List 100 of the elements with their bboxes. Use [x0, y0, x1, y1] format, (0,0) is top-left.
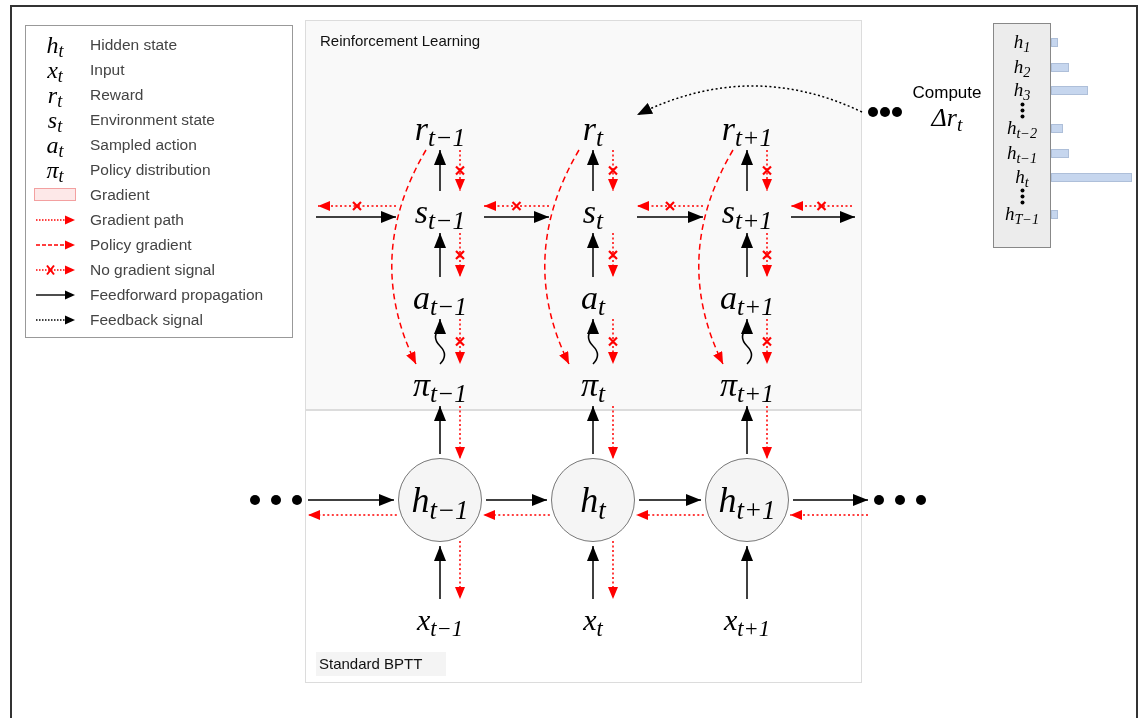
math-symbol: r$_{t+1}$	[721, 112, 773, 146]
arrow	[587, 318, 599, 365]
arrow	[483, 211, 550, 223]
legend-label: Input	[90, 59, 125, 80]
arrow	[762, 318, 772, 365]
math-symbol: π$_{t−1}$	[412, 368, 468, 402]
arrow	[587, 405, 599, 455]
ellipsis-icon	[866, 105, 904, 119]
arrow	[544, 149, 580, 365]
arrow	[455, 540, 465, 600]
arrow	[636, 211, 704, 223]
arrow	[741, 232, 753, 278]
legend-label: Sampled action	[90, 134, 197, 155]
arrow	[482, 510, 551, 520]
legend-label: No gradient signal	[90, 259, 215, 280]
math-symbol: h$_{t−1}$	[411, 482, 469, 518]
ellipsis-icon	[872, 493, 928, 507]
math-symbol: s$_{t}$	[582, 195, 604, 229]
arrow	[741, 149, 753, 192]
compute-label: Compute	[912, 82, 982, 104]
math-symbol: h$_{t}$	[46, 32, 64, 57]
panel-title: Standard BPTT	[316, 651, 447, 676]
math-symbol: h$_{1}$	[1013, 32, 1031, 51]
math-symbol: x$_{t}$	[583, 605, 603, 635]
arrow	[455, 232, 465, 278]
math-symbol: x$_{t+1}$	[724, 605, 770, 635]
math-symbol: s$_{t+1}$	[721, 195, 773, 229]
math-symbol: a$_{t+1}$	[719, 281, 774, 315]
arrow	[608, 318, 618, 365]
legend-label: Gradient	[90, 184, 150, 205]
arrow	[636, 201, 704, 211]
panel	[305, 410, 862, 683]
arrow	[608, 540, 618, 600]
arrow	[455, 318, 465, 365]
arrow	[455, 405, 465, 460]
math-symbol: r$_{t}$	[47, 82, 63, 107]
legend-label: Policy gradient	[90, 234, 192, 255]
arrow	[635, 510, 705, 520]
math-symbol: Δr$_{t}$	[931, 105, 963, 132]
arrow	[608, 232, 618, 278]
legend-label: Policy distribution	[90, 159, 211, 180]
arrow	[741, 545, 753, 600]
arrow	[741, 318, 753, 365]
arrow	[762, 232, 772, 278]
math-symbol: a$_{t}$	[46, 132, 64, 157]
arrow	[636, 85, 863, 116]
arrow	[741, 405, 753, 455]
math-symbol: h$_{t+1}$	[718, 482, 776, 518]
math-symbol: π$_{t+1}$	[719, 368, 775, 402]
arrow	[638, 494, 702, 506]
arrow	[587, 232, 599, 278]
panel-title: Reinforcement Learning	[320, 31, 481, 51]
legend-label: Gradient path	[90, 209, 184, 230]
arrow	[698, 149, 734, 365]
arrow	[434, 545, 446, 600]
arrow	[608, 405, 618, 460]
arrow	[434, 405, 446, 455]
math-symbol: π$_{t}$	[580, 368, 606, 402]
arrow	[789, 510, 869, 520]
math-symbol: h$_{3}$	[1013, 80, 1031, 99]
legend-label: Environment state	[90, 109, 215, 130]
math-symbol: a$_{t}$	[580, 281, 606, 315]
math-symbol: h$_{T−1}$	[1004, 204, 1040, 223]
math-symbol: s$_{t−1}$	[414, 195, 466, 229]
arrow	[587, 149, 599, 192]
arrow	[762, 149, 772, 192]
arrow	[792, 494, 869, 506]
arrow	[434, 149, 446, 192]
legend-label: Feedforward propagation	[90, 284, 264, 305]
math-symbol: r$_{t}$	[582, 112, 604, 146]
panel	[305, 20, 862, 410]
ellipsis-icon	[248, 493, 304, 507]
arrow	[307, 494, 395, 506]
hidden-state-list	[993, 23, 1051, 248]
arrow	[790, 201, 853, 211]
math-symbol: h$_{t−2}$	[1006, 118, 1038, 137]
arrow	[315, 211, 397, 223]
arrow	[483, 201, 550, 211]
arrow	[307, 510, 398, 520]
arrow	[391, 149, 427, 365]
legend-label: Hidden state	[90, 34, 178, 55]
math-symbol: h$_{t−1}$	[1006, 143, 1038, 162]
arrow	[587, 545, 599, 600]
arrow	[455, 149, 465, 192]
legend-label: Feedback signal	[90, 309, 203, 330]
math-symbol: r$_{t−1}$	[414, 112, 466, 146]
legend-label: Reward	[90, 84, 144, 105]
arrow	[790, 211, 856, 223]
math-symbol: h$_{t}$	[580, 482, 606, 518]
math-symbol: h$_{t}$	[1015, 167, 1029, 186]
arrow	[762, 405, 772, 460]
math-symbol: x$_{t−1}$	[417, 605, 463, 635]
arrow	[317, 201, 397, 211]
arrow	[434, 232, 446, 278]
math-symbol: π$_{t}$	[46, 157, 64, 182]
math-symbol: h$_{2}$	[1013, 57, 1031, 76]
arrow	[434, 318, 446, 365]
math-symbol: s$_{t}$	[47, 107, 63, 132]
arrow	[608, 149, 618, 192]
arrow	[485, 494, 548, 506]
